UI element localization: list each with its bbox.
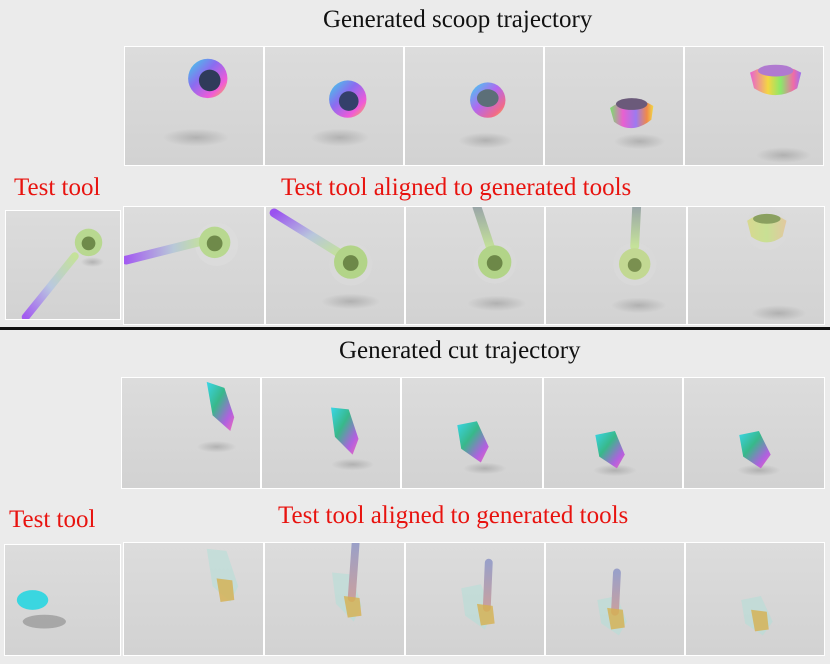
- scoop-aligned-frame-1: [123, 206, 265, 325]
- cut-aligned-frame-4: [545, 542, 685, 656]
- cut-frame-5: [683, 377, 825, 489]
- scoop-frame-4: [544, 46, 684, 166]
- cut-test-tool-label: Test tool: [9, 506, 96, 533]
- scoop-aligned-frame-2: [265, 206, 405, 325]
- section-divider: [0, 327, 830, 330]
- scoop-trajectory-title: Generated scoop trajectory: [323, 6, 593, 33]
- cut-aligned-frame-2: [264, 542, 405, 656]
- scoop-frame-2: [264, 46, 404, 166]
- scoop-aligned-frame-5: [687, 206, 825, 325]
- scoop-aligned-frame-3: [405, 206, 545, 325]
- scoop-test-tool-image: [5, 210, 121, 320]
- cut-trajectory-title: Generated cut trajectory: [339, 337, 581, 364]
- cut-aligned-frame-5: [685, 542, 825, 656]
- cut-test-tool-image: [4, 544, 121, 656]
- cut-aligned-frame-1: [123, 542, 264, 656]
- scoop-aligned-tools-label: Test tool aligned to generated tools: [281, 174, 632, 201]
- scoop-aligned-frame-4: [545, 206, 687, 325]
- cut-frame-3: [401, 377, 543, 489]
- cut-frame-1: [121, 377, 261, 489]
- cut-aligned-tools-label: Test tool aligned to generated tools: [278, 502, 629, 529]
- scoop-frame-3: [404, 46, 544, 166]
- scoop-frame-5: [684, 46, 824, 166]
- cut-frame-2: [261, 377, 401, 489]
- scoop-test-tool-label: Test tool: [14, 174, 101, 201]
- cut-aligned-frame-3: [405, 542, 545, 656]
- cut-frame-4: [543, 377, 683, 489]
- scoop-frame-1: [124, 46, 264, 166]
